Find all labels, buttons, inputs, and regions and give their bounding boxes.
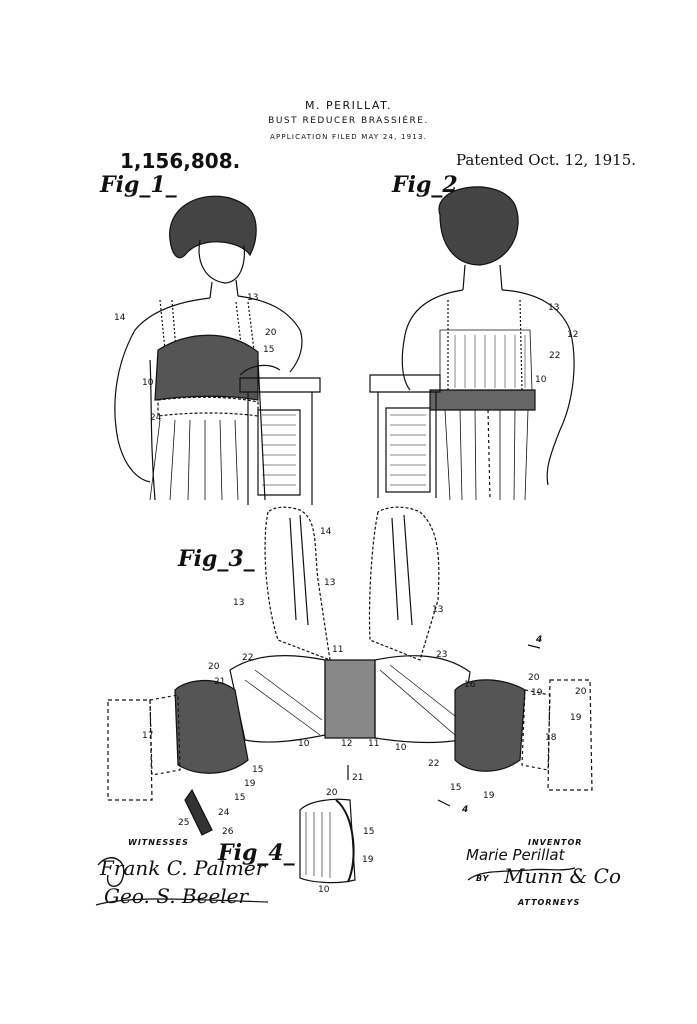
ref-fig2-13: 13 (548, 303, 559, 313)
ref-fig3-23: 23 (436, 650, 447, 660)
ref-fig4-20: 20 (326, 788, 338, 798)
ref-fig1-24: 24 (150, 413, 162, 423)
ref-fig3-22b: 22 (428, 759, 439, 769)
witness2-underline (95, 898, 269, 906)
ref-fig3-14: 14 (320, 527, 332, 537)
witness1-signature: Frank C. Palmer (100, 856, 266, 880)
ref-fig1-15: 15 (263, 345, 274, 355)
ref-fig4-15: 15 (363, 827, 374, 837)
ref-fig2-10: 10 (535, 375, 547, 385)
fig3-drawing (107, 506, 593, 836)
ref-fig1-20: 20 (265, 328, 277, 338)
ref-fig3-19: 19 (531, 688, 543, 698)
attorneys-label: ATTORNEYS (518, 898, 581, 907)
ref-fig3-11: 11 (332, 645, 343, 655)
ref-fig2-12: 12 (567, 330, 578, 340)
ref-fig1-13: 13 (247, 293, 258, 303)
ref-fig3-22: 22 (242, 653, 253, 663)
fig1-label: Fig_1_ (100, 172, 177, 198)
ref-fig2-22: 22 (549, 351, 560, 361)
ref-fig3-24: 24 (218, 808, 230, 818)
ref-fig3-16: 16 (464, 680, 476, 690)
ref-fig3-12: 12 (341, 739, 352, 749)
by-label: BY (476, 874, 490, 883)
ref-fig3-4a: 4 (535, 635, 542, 645)
ref-fig3-20: 20 (208, 662, 220, 672)
attorney-flourish (467, 867, 576, 881)
witnesses-label: WITNESSES (128, 838, 189, 847)
fig4-drawing (299, 765, 356, 884)
ref-fig3-13b: 13 (324, 578, 335, 588)
ref-fig3-13c: 13 (432, 605, 443, 615)
ref-fig3-21: 21 (214, 677, 225, 687)
ref-fig3-4b: 4 (461, 805, 468, 815)
ref-fig3-20c: 20 (575, 687, 587, 697)
ref-fig3-18: 18 (545, 733, 557, 743)
ref-fig3-15: 15 (252, 765, 263, 775)
ref-fig4-10: 10 (318, 885, 330, 895)
ref-fig3-15c: 15 (450, 783, 461, 793)
patent-number: 1,156,808. (120, 149, 241, 173)
witness2-signature: Geo. S. Beeler (104, 884, 249, 908)
ref-fig3-25: 25 (178, 818, 189, 828)
inventor-signature: Marie Perillat (466, 846, 565, 864)
ref-fig3-19b: 19 (570, 713, 582, 723)
application-filed: APPLICATION FILED MAY 24, 1913. (269, 133, 428, 141)
ref-fig3-19c: 19 (244, 779, 256, 789)
ref-fig1-10: 10 (142, 378, 154, 388)
ref-fig3-17: 17 (142, 731, 153, 741)
fig4-label: Fig_4_ (218, 840, 295, 866)
fig3-label: Fig_3_ (178, 546, 255, 572)
attorney-signature: Munn & Co (504, 864, 621, 888)
ref-fig3-26: 26 (222, 827, 234, 837)
fig1-drawing (114, 195, 321, 505)
ref-fig4-21: 21 (352, 773, 363, 783)
inventor-name-header: M. PERILLAT. (304, 99, 393, 112)
ref-fig1-14: 14 (114, 313, 126, 323)
ref-fig3-10: 10 (298, 739, 310, 749)
witness1-flourish (97, 857, 125, 887)
inventor-label: INVENTOR (528, 838, 583, 847)
ref-fig3-13a: 13 (233, 598, 244, 608)
ref-fig3-11b: 11 (368, 739, 379, 749)
ref-fig4-19: 19 (362, 855, 374, 865)
ref-fig3-19d: 19 (483, 791, 495, 801)
fig2-drawing (369, 186, 575, 501)
patent-title: BUST REDUCER BRASSIÈRE. (268, 116, 429, 126)
ref-fig3-15b: 15 (234, 793, 245, 803)
patent-date: Patented Oct. 12, 1915. (456, 151, 637, 169)
ref-fig3-10b: 10 (395, 743, 407, 753)
ref-fig3-20b: 20 (528, 673, 540, 683)
